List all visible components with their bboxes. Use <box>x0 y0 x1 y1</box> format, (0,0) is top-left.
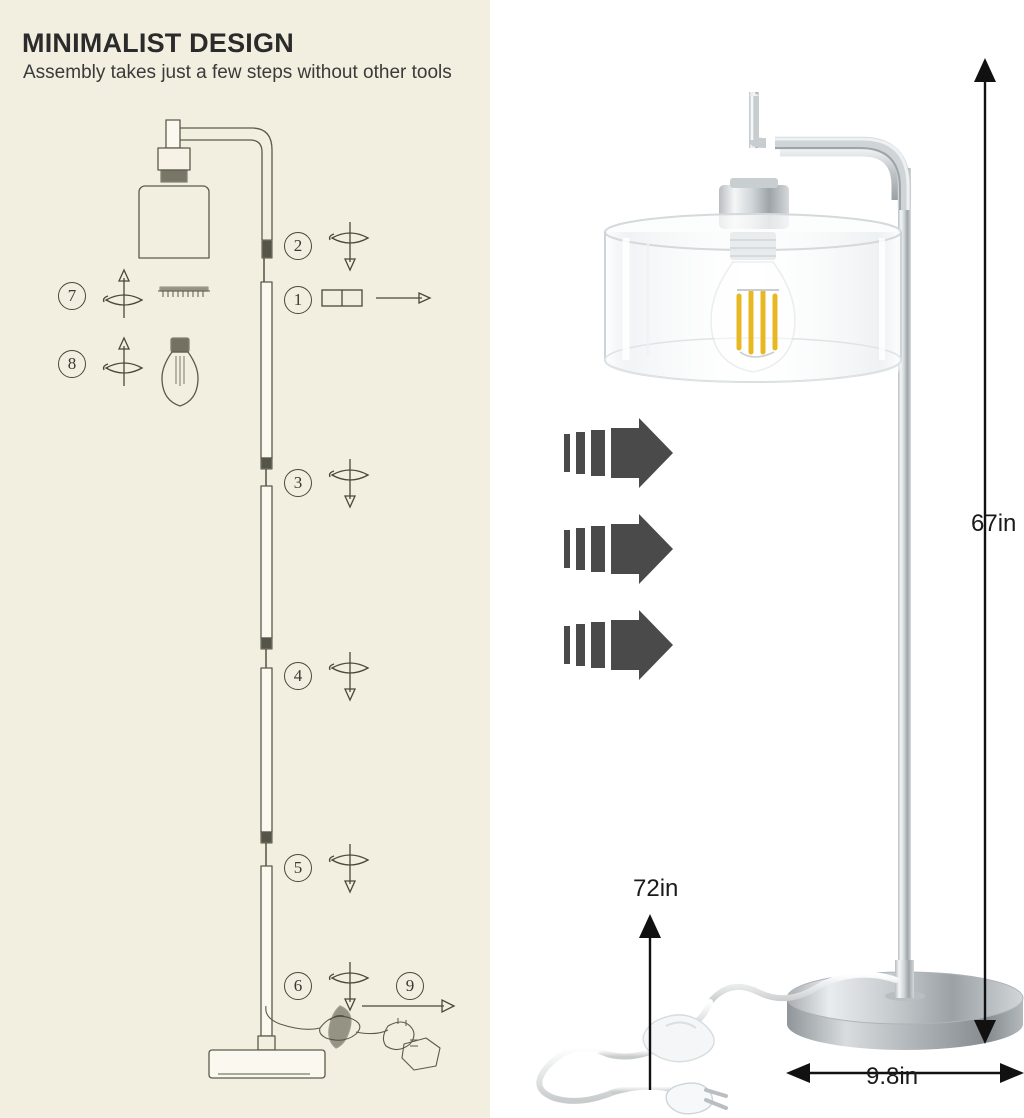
step-number-1: 1 <box>284 286 312 314</box>
connector-insert-icon <box>321 289 432 307</box>
motion-arrow-3 <box>564 610 673 680</box>
assembly-step-5: 5 <box>284 840 434 896</box>
motion-arrow-1 <box>564 418 673 488</box>
floor-lamp-photo <box>536 58 1024 1115</box>
rotate-up-icon <box>102 336 144 386</box>
assembly-diagram-panel: MINIMALIST DESIGN Assembly takes just a … <box>0 0 490 1118</box>
arrow-right-icon <box>362 998 456 1014</box>
assembly-step-4: 4 <box>284 648 434 704</box>
rotate-down-icon <box>328 962 370 1012</box>
assembly-step-1: 1 <box>284 272 434 328</box>
assembly-step-7: 7 <box>58 268 208 324</box>
rotate-up-icon <box>102 268 144 318</box>
step-number-6: 6 <box>284 972 312 1000</box>
rotate-down-icon <box>328 459 370 509</box>
assembly-step-8: 8 <box>58 336 208 392</box>
assembly-step-6: 6 <box>284 958 434 1014</box>
assembly-step-3: 3 <box>284 455 434 511</box>
base-width-dimension-line <box>786 1063 1024 1083</box>
step-number-5: 5 <box>284 854 312 882</box>
lamp-line-drawing <box>138 119 441 1079</box>
step-number-2: 2 <box>284 232 312 260</box>
page-subtitle: Assembly takes just a few steps without … <box>23 62 452 83</box>
assembly-step-2: 2 <box>284 218 434 274</box>
rotate-down-icon <box>328 652 370 702</box>
page-title: MINIMALIST DESIGN <box>22 28 294 58</box>
height-dimension-label: 67in <box>971 510 1017 537</box>
step-number-7: 7 <box>58 282 86 310</box>
base-width-dimension-label: 9.8in <box>866 1063 919 1090</box>
step-number-8: 8 <box>58 350 86 378</box>
step-number-9: 9 <box>396 972 424 1000</box>
assembly-step-9: 9 <box>362 958 506 1014</box>
cord-dimension-label: 72in <box>633 875 679 902</box>
step-number-3: 3 <box>284 469 312 497</box>
motion-arrow-2 <box>564 514 673 584</box>
product-photo-panel <box>490 0 1024 1118</box>
rotate-down-icon <box>328 844 370 894</box>
cord-dimension-line <box>639 914 661 1090</box>
height-dimension-line <box>974 58 996 1044</box>
rotate-down-icon <box>328 222 370 272</box>
step-number-4: 4 <box>284 662 312 690</box>
